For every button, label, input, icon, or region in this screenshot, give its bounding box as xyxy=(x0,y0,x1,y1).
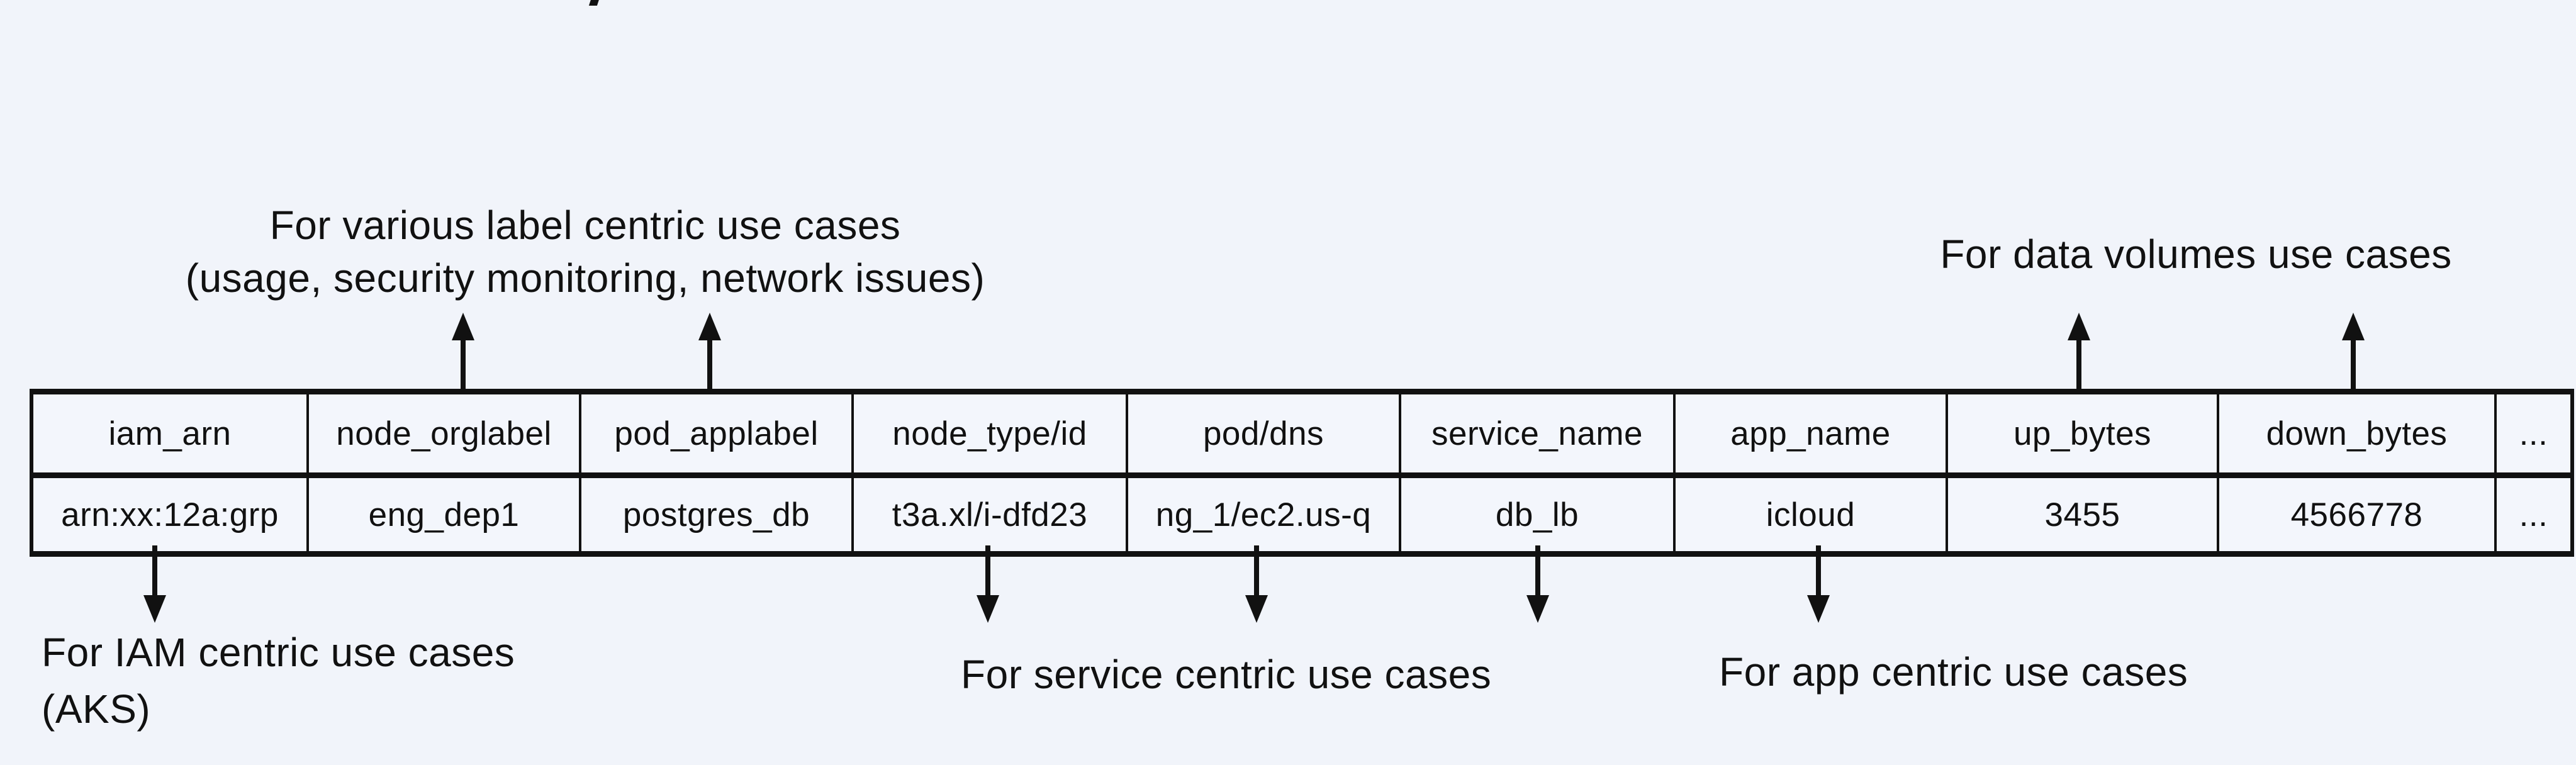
annotation-label-centric: For various label centric use cases (usa… xyxy=(113,199,1057,304)
arrow-down-node-type-id-icon xyxy=(977,545,999,623)
annotation-app-centric-text: For app centric use cases xyxy=(1719,649,2188,695)
annotation-app-centric: For app centric use cases xyxy=(1719,645,2188,698)
header-cell-iam-arn: iam_arn xyxy=(30,389,309,478)
header-cell-up-bytes: up_bytes xyxy=(1946,389,2219,478)
annotation-iam-centric-line2: (AKS) xyxy=(42,686,151,732)
arrow-down-pod-dns-icon xyxy=(1245,545,1268,623)
annotation-iam-centric-line1: For IAM centric use cases xyxy=(42,630,515,675)
value-cell-app-name: icloud xyxy=(1673,475,1948,557)
header-cell-app-name: app_name xyxy=(1673,389,1948,478)
arrow-up-down-bytes-icon xyxy=(2342,313,2365,389)
arrow-down-app-name-icon xyxy=(1807,545,1830,623)
header-cell-node-orglabel: node_orglabel xyxy=(306,389,581,478)
annotation-iam-centric: For IAM centric use cases (AKS) xyxy=(42,624,515,737)
value-cell-pod-dns: ng_1/ec2.us-q xyxy=(1126,475,1401,557)
arrow-down-service-name-icon xyxy=(1526,545,1549,623)
value-cell-ellipsis: ... xyxy=(2494,475,2574,557)
value-cell-pod-applabel: postgres_db xyxy=(579,475,854,557)
arrow-down-iam-arn-icon xyxy=(143,545,166,623)
value-cell-node-type-id: t3a.xl/i-dfd23 xyxy=(851,475,1128,557)
arrow-up-up-bytes-icon xyxy=(2068,313,2090,389)
annotation-data-volumes-text: For data volumes use cases xyxy=(1940,232,2452,277)
cropped-text-fragment xyxy=(588,0,600,6)
value-cell-up-bytes: 3455 xyxy=(1946,475,2219,557)
header-cell-down-bytes: down_bytes xyxy=(2217,389,2497,478)
arrow-up-pod-applabel-icon xyxy=(698,313,721,389)
annotation-service-centric-text: For service centric use cases xyxy=(961,652,1492,697)
arrow-up-node-orglabel-icon xyxy=(452,313,474,389)
value-cell-iam-arn: arn:xx:12a:grp xyxy=(30,475,309,557)
annotation-label-centric-line2: (usage, security monitoring, network iss… xyxy=(185,255,985,301)
annotation-service-centric: For service centric use cases xyxy=(961,648,1491,701)
header-cell-pod-applabel: pod_applabel xyxy=(579,389,854,478)
header-cell-ellipsis: ... xyxy=(2494,389,2574,478)
value-cell-down-bytes: 4566778 xyxy=(2217,475,2497,557)
header-cell-node-type-id: node_type/id xyxy=(851,389,1128,478)
annotation-label-centric-line1: For various label centric use cases xyxy=(269,203,901,248)
annotation-data-volumes: For data volumes use cases xyxy=(1907,228,2485,281)
table-header-row: iam_arn node_orglabel pod_applabel node_… xyxy=(30,389,2574,478)
schema-table: iam_arn node_orglabel pod_applabel node_… xyxy=(30,389,2574,557)
value-cell-node-orglabel: eng_dep1 xyxy=(306,475,581,557)
header-cell-service-name: service_name xyxy=(1399,389,1676,478)
value-cell-service-name: db_lb xyxy=(1399,475,1676,557)
table-data-row: arn:xx:12a:grp eng_dep1 postgres_db t3a.… xyxy=(30,475,2574,557)
header-cell-pod-dns: pod/dns xyxy=(1126,389,1401,478)
